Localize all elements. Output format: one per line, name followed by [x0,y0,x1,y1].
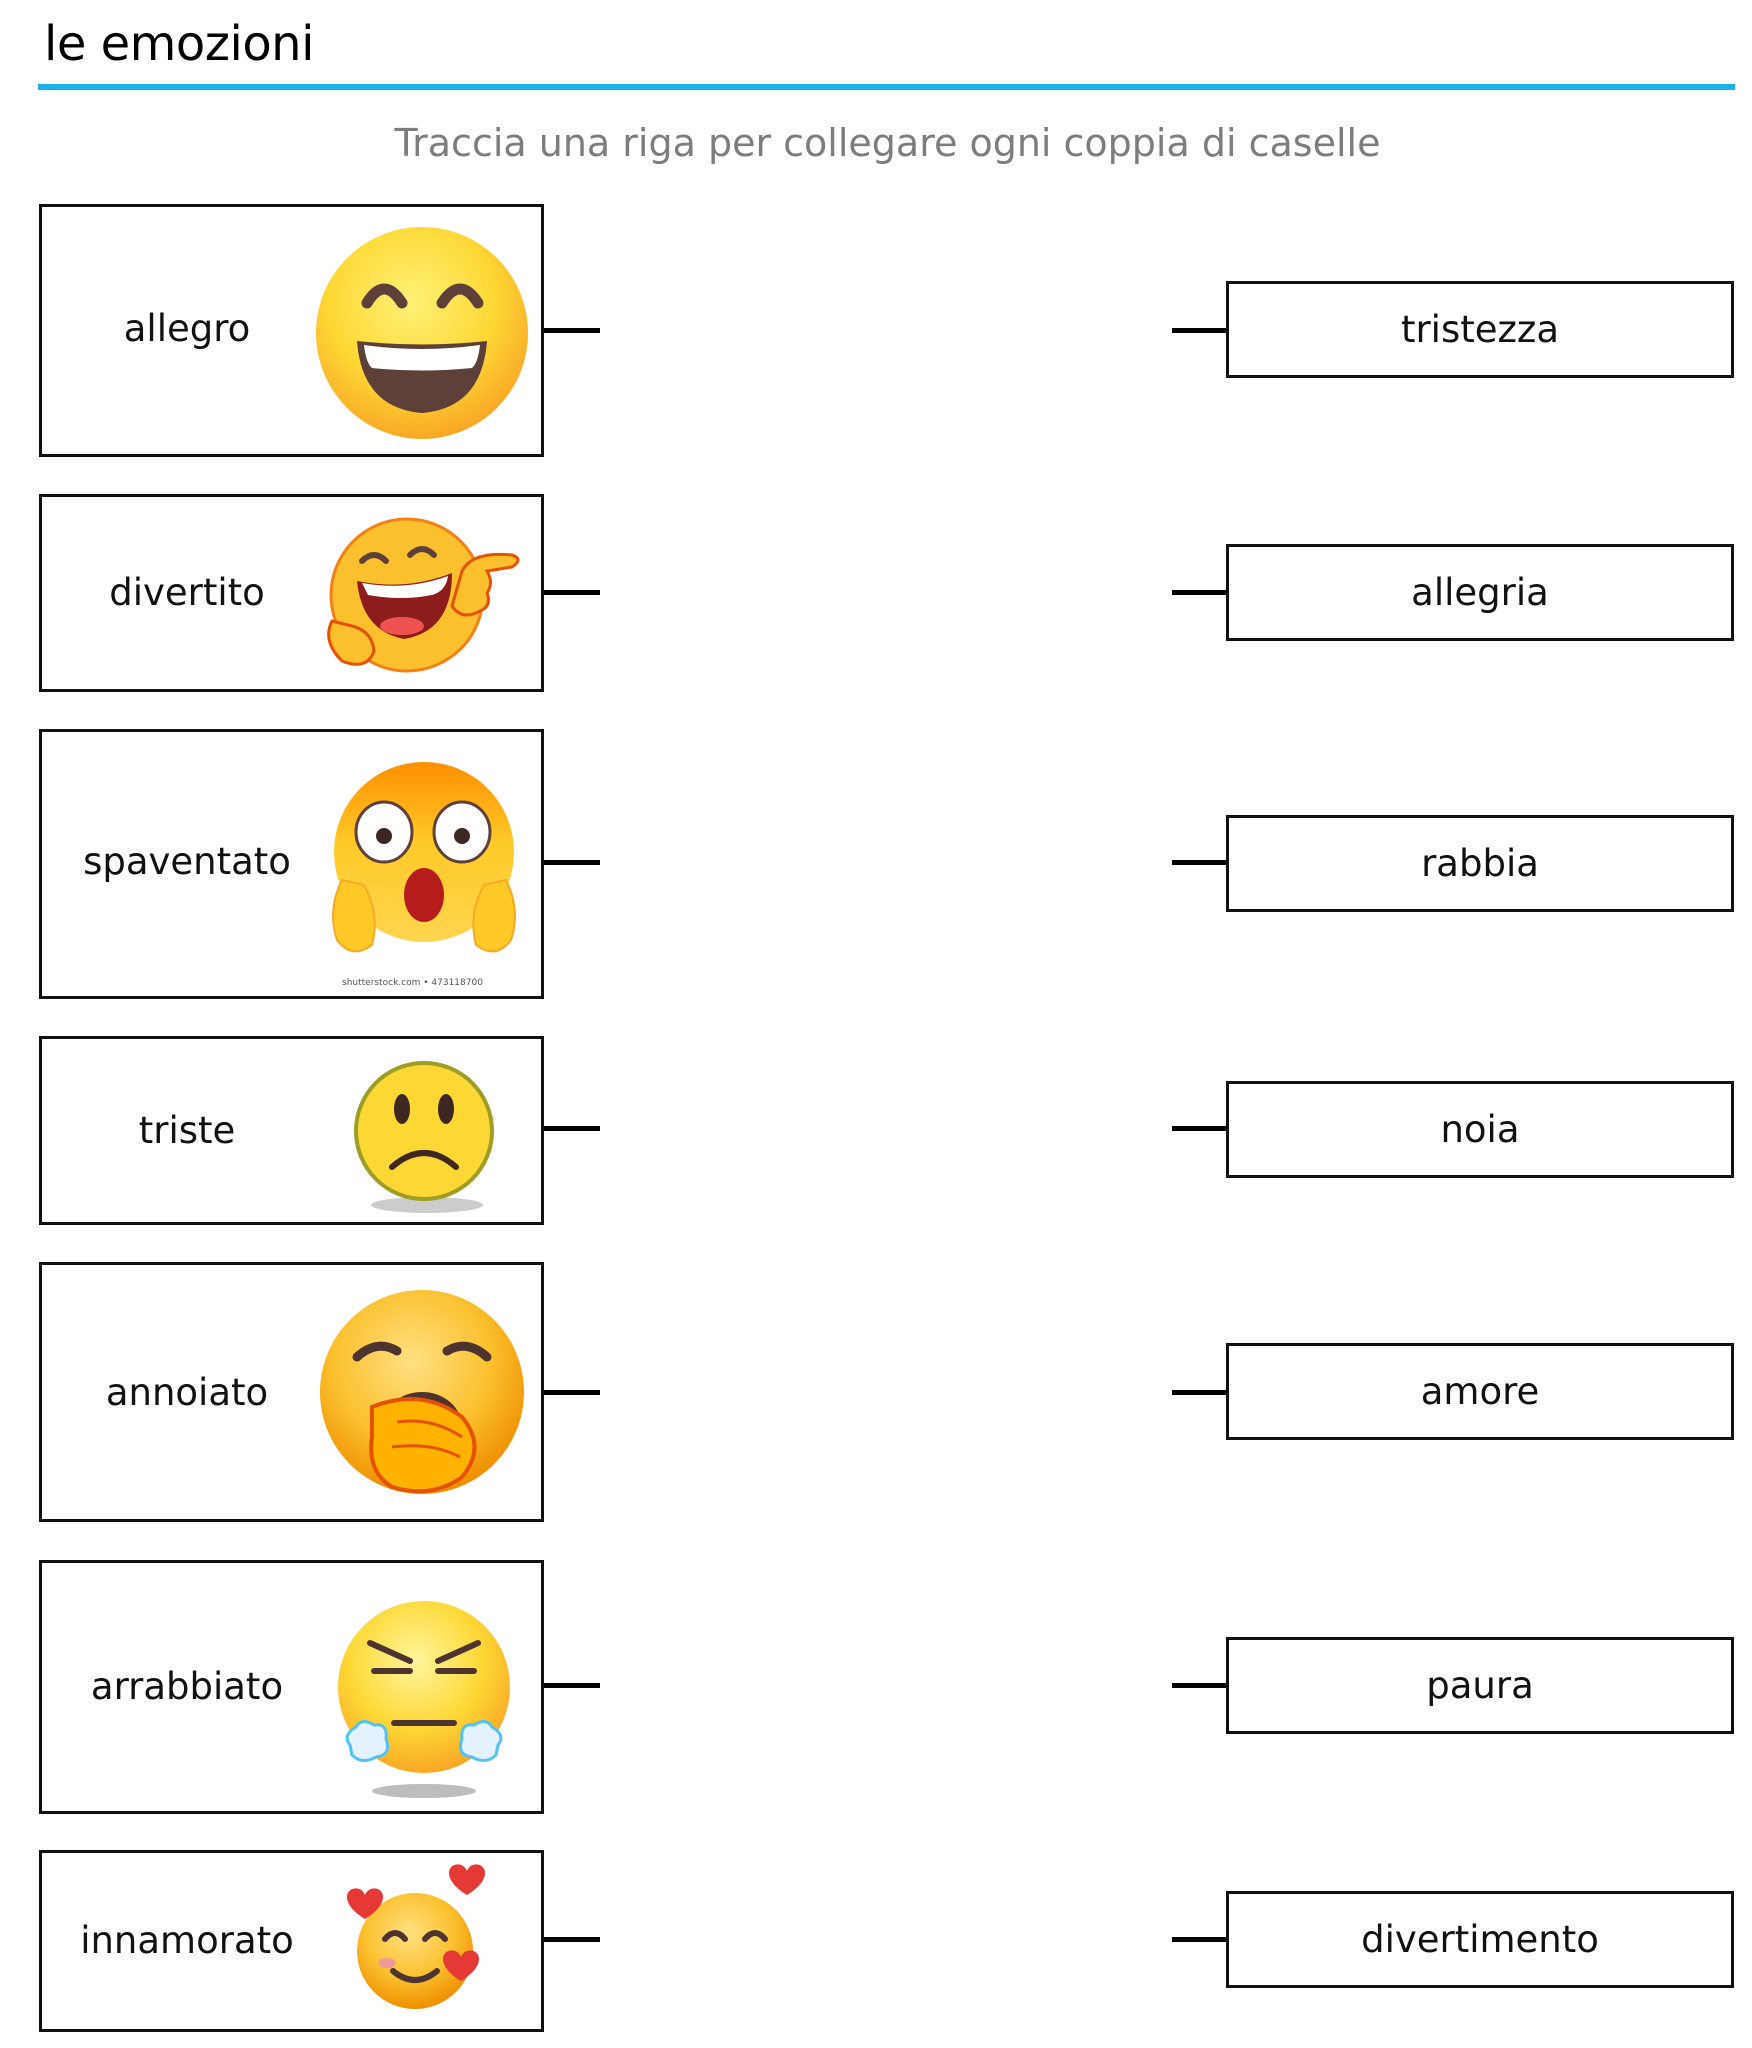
right-card-divertimento[interactable]: divertimento [1226,1891,1734,1988]
left-connector [544,860,600,865]
left-card-divertito[interactable]: divertito [39,494,544,692]
right-card-paura[interactable]: paura [1226,1637,1734,1734]
right-connector [1172,860,1228,865]
right-card-amore[interactable]: amore [1226,1343,1734,1440]
left-connector [544,1126,600,1131]
left-connector [544,1390,600,1395]
smiling-face-with-hearts-icon [347,1864,485,2009]
left-card-annoiato[interactable]: annoiato [39,1262,544,1522]
right-card-rabbia[interactable]: rabbia [1226,815,1734,912]
laughing-pointing-face-icon [327,517,520,673]
left-card-label: spaventato [83,840,291,883]
page-title: le emozioni [44,16,314,72]
left-card-label: arrabbiato [90,1665,284,1708]
left-card-label: innamorato [80,1919,294,1962]
right-card-noia[interactable]: noia [1226,1081,1734,1178]
right-connector [1172,1683,1228,1688]
title-divider [38,84,1735,90]
left-card-arrabbiato[interactable]: arrabbiato [39,1560,544,1814]
left-card-label: allegro [123,307,251,350]
left-card-triste[interactable]: triste [39,1036,544,1225]
screaming-face-icon: shutterstock.com • 473118700 [332,762,516,988]
watermark-text: shutterstock.com • 473118700 [342,978,483,988]
yawning-face-icon [320,1290,524,1494]
right-connector [1172,328,1228,333]
right-connector [1172,1126,1228,1131]
right-card-allegria[interactable]: allegria [1226,544,1734,641]
left-connector [544,1937,600,1942]
grinning-face-icon [316,227,528,439]
right-card-tristezza[interactable]: tristezza [1226,281,1734,378]
right-connector [1172,590,1228,595]
left-connector [544,590,600,595]
huffing-face-icon [338,1601,510,1798]
left-connector [544,1683,600,1688]
frowning-face-icon [354,1061,494,1213]
right-connector [1172,1390,1228,1395]
left-card-label: triste [138,1109,236,1152]
left-card-spaventato[interactable]: spaventato shutterstock.com • 473118700 [39,729,544,999]
left-card-label: divertito [109,571,265,614]
right-connector [1172,1937,1228,1942]
instructions-text: Traccia una riga per collegare ogni copp… [394,121,1381,165]
left-connector [544,328,600,333]
left-card-label: annoiato [105,1371,269,1414]
left-card-innamorato[interactable]: innamorato [39,1850,544,2032]
left-card-allegro[interactable]: allegro [39,204,544,457]
